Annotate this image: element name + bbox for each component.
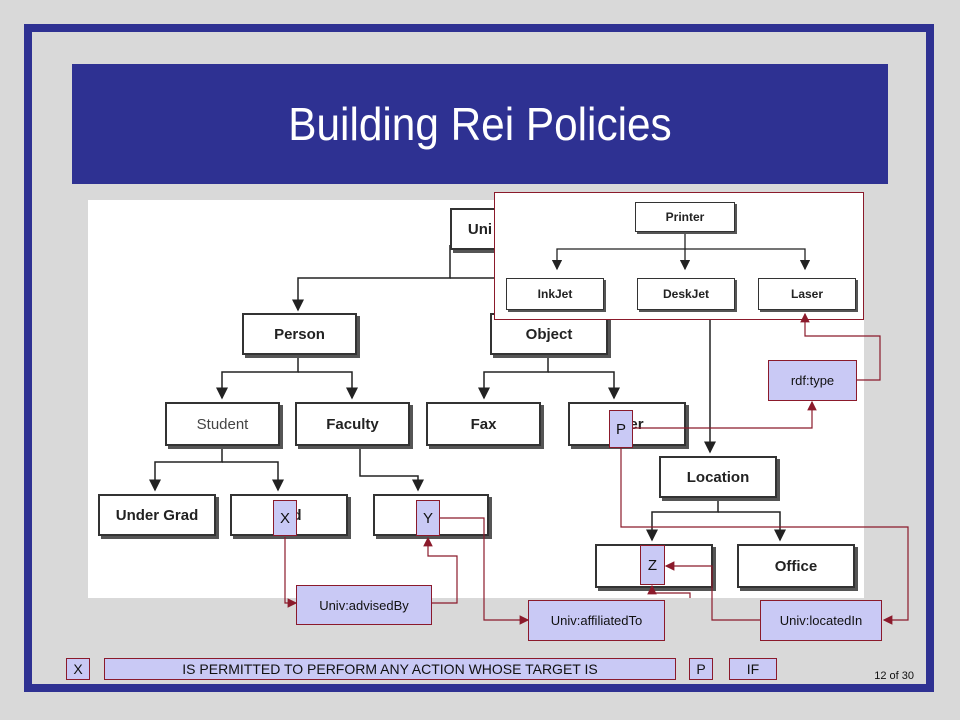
inset-node-deskjet: DeskJet <box>637 278 735 310</box>
legend-sentence: IS PERMITTED TO PERFORM ANY ACTION WHOSE… <box>104 658 676 680</box>
printer-type-inset: Printer InkJet DeskJet Laser <box>494 192 864 320</box>
legend-p: P <box>689 658 713 680</box>
variable-p: P <box>609 410 633 448</box>
inset-node-laser: Laser <box>758 278 856 310</box>
inset-connectors <box>551 233 811 271</box>
page-current: 12 <box>874 670 887 682</box>
variable-y: Y <box>416 500 440 536</box>
variable-x: X <box>273 500 297 536</box>
node-object: Object <box>490 313 608 355</box>
inset-node-inkjet: InkJet <box>506 278 604 310</box>
node-under-grad: Under Grad <box>98 494 216 536</box>
node-student: Student <box>165 402 280 446</box>
relation-advised-by: Univ:advisedBy <box>296 585 432 625</box>
node-location: Location <box>659 456 777 498</box>
relation-affiliated-to: Univ:affiliatedTo <box>528 600 665 641</box>
node-person: Person <box>242 313 357 355</box>
node-fax: Fax <box>426 402 541 446</box>
variable-z: Z <box>640 545 665 585</box>
inset-node-printer: Printer <box>635 202 735 232</box>
relation-rdf-type: rdf:type <box>768 360 857 401</box>
page-number: 12 of 30 <box>874 670 914 682</box>
node-faculty: Faculty <box>295 402 410 446</box>
node-office: Office <box>737 544 855 588</box>
relation-located-in: Univ:locatedIn <box>760 600 882 641</box>
slide-title: Building Rei Policies <box>288 98 672 150</box>
title-banner: Building Rei Policies <box>72 64 888 184</box>
page-total: of 30 <box>889 670 914 682</box>
legend-x: X <box>66 658 90 680</box>
legend-if: IF <box>729 658 777 680</box>
